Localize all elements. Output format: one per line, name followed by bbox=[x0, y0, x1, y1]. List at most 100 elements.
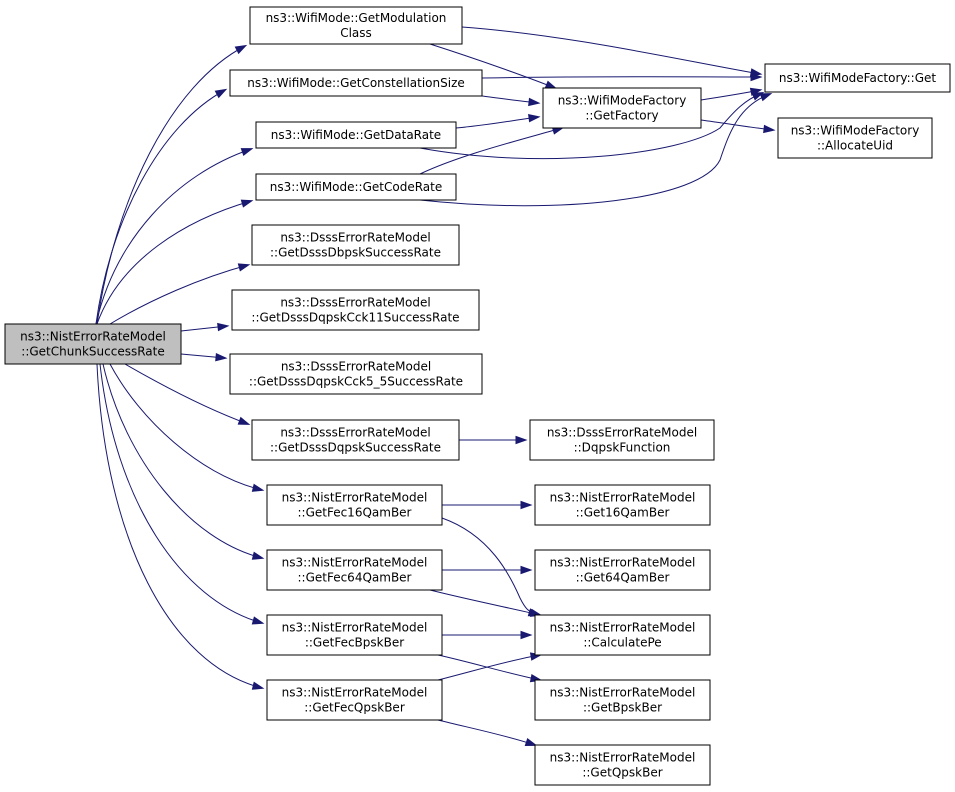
node-mfget[interactable]: ns3::WifiModeFactory::Get bbox=[764, 63, 951, 93]
node-box bbox=[266, 614, 443, 656]
node-label-line: ns3::WifiMode::GetDataRate bbox=[271, 128, 441, 142]
node-label-line: ::DqpskFunction bbox=[574, 441, 671, 455]
arrowhead bbox=[763, 124, 776, 134]
edge-line bbox=[99, 363, 263, 624]
node-label-line: ns3::WifiModeFactory bbox=[558, 94, 687, 108]
edges-layer bbox=[95, 26, 776, 746]
edge-modclass-to-mfget bbox=[461, 26, 763, 77]
node-label-line: ns3::NistErrorRateModel bbox=[550, 491, 696, 505]
node-label-line: ns3::WifiModeFactory::Get bbox=[779, 71, 936, 85]
node-box bbox=[231, 289, 480, 331]
edge-fecbpsk-to-getbpsk bbox=[437, 654, 543, 683]
node-box bbox=[255, 173, 457, 201]
node-label-line: ::Get16QamBer bbox=[576, 506, 670, 520]
arrowhead bbox=[251, 551, 265, 560]
arrowhead bbox=[251, 681, 265, 690]
node-label-line: Class bbox=[340, 26, 372, 40]
edge-root-to-datarate bbox=[95, 148, 254, 325]
node-box bbox=[542, 87, 702, 129]
node-fec64[interactable]: ns3::NistErrorRateModel::GetFec64QamBer bbox=[266, 549, 443, 591]
arrowhead bbox=[520, 500, 533, 510]
arrowhead bbox=[240, 199, 254, 208]
node-box bbox=[255, 121, 457, 149]
node-getfactory[interactable]: ns3::WifiModeFactory::GetFactory bbox=[542, 87, 702, 129]
node-box bbox=[764, 63, 951, 93]
node-label-line: ::GetQpskBer bbox=[582, 766, 662, 780]
arrowhead bbox=[544, 80, 558, 89]
arrowhead bbox=[749, 87, 763, 96]
node-constsize[interactable]: ns3::WifiMode::GetConstellationSize bbox=[229, 69, 483, 97]
arrowhead bbox=[515, 435, 528, 445]
node-label-line: ns3::NistErrorRateModel bbox=[550, 686, 696, 700]
edge-root-to-modclass bbox=[96, 44, 248, 325]
node-dqpskfn[interactable]: ns3::DsssErrorRateModel::DqpskFunction bbox=[529, 419, 715, 461]
node-label-line: ns3::NistErrorRateModel bbox=[550, 621, 696, 635]
node-label-line: ns3::NistErrorRateModel bbox=[282, 556, 428, 570]
node-allocuid[interactable]: ns3::WifiModeFactory::AllocateUid bbox=[777, 117, 933, 159]
node-box bbox=[251, 419, 460, 461]
node-label-line: ns3::WifiModeFactory bbox=[791, 124, 920, 138]
node-box bbox=[534, 679, 711, 721]
edge-root-to-cck11 bbox=[180, 322, 230, 332]
edge-line bbox=[455, 116, 539, 129]
edge-getfactory-to-allocuid bbox=[700, 119, 776, 134]
arrowhead bbox=[251, 616, 265, 625]
edge-line bbox=[429, 589, 541, 616]
node-dqpsk[interactable]: ns3::DsssErrorRateModel::GetDsssDqpskSuc… bbox=[251, 419, 460, 461]
edge-getfactory-to-mfget bbox=[700, 87, 763, 101]
node-label-line: ::GetDsssDqpskSuccessRate bbox=[270, 441, 441, 455]
node-label-line: ns3::DsssErrorRateModel bbox=[281, 360, 431, 374]
node-label-line: ns3::DsssErrorRateModel bbox=[280, 231, 430, 245]
edge-line bbox=[109, 363, 263, 491]
node-label-line: ::GetFec16QamBer bbox=[297, 506, 411, 520]
node-root[interactable]: ns3::NistErrorRateModel::GetChunkSuccess… bbox=[4, 323, 182, 365]
edge-line bbox=[437, 654, 541, 681]
node-box bbox=[266, 679, 443, 721]
edge-fecqpsk-to-calcpe bbox=[437, 652, 543, 681]
arrowhead bbox=[215, 352, 228, 362]
node-datarate[interactable]: ns3::WifiMode::GetDataRate bbox=[255, 121, 457, 149]
edge-fec64-to-get64 bbox=[442, 565, 533, 575]
edge-dqpsk-to-dqpskfn bbox=[459, 435, 528, 445]
edge-line bbox=[109, 264, 249, 325]
node-calcpe[interactable]: ns3::NistErrorRateModel::CalculatePe bbox=[534, 614, 711, 656]
edge-line bbox=[96, 200, 252, 325]
arrowhead bbox=[240, 148, 254, 157]
edge-constsize-to-mfget bbox=[481, 72, 763, 82]
edge-fec16-to-get16 bbox=[442, 500, 533, 510]
node-coderate[interactable]: ns3::WifiMode::GetCodeRate bbox=[255, 173, 457, 201]
edge-root-to-fec64 bbox=[102, 363, 265, 560]
node-label-line: ::Get64QamBer bbox=[576, 571, 670, 585]
arrowhead bbox=[237, 416, 251, 425]
node-label-line: ::CalculatePe bbox=[583, 636, 661, 650]
edge-fecqpsk-to-getqpsk bbox=[437, 719, 538, 746]
edge-line bbox=[95, 89, 226, 325]
edge-root-to-coderate bbox=[96, 199, 254, 325]
node-fecqpsk[interactable]: ns3::NistErrorRateModel::GetFecQpskBer bbox=[266, 679, 443, 721]
node-label-line: ::AllocateUid bbox=[817, 139, 893, 153]
node-fecbpsk[interactable]: ns3::NistErrorRateModel::GetFecBpskBer bbox=[266, 614, 443, 656]
node-label-line: ns3::NistErrorRateModel bbox=[20, 330, 166, 344]
edge-root-to-fecbpsk bbox=[99, 363, 265, 625]
node-get64[interactable]: ns3::NistErrorRateModel::Get64QamBer bbox=[534, 549, 711, 591]
node-cck11[interactable]: ns3::DsssErrorRateModel::GetDsssDqpskCck… bbox=[231, 289, 480, 331]
node-label-line: ns3::WifiMode::GetConstellationSize bbox=[247, 76, 465, 90]
node-get16[interactable]: ns3::NistErrorRateModel::Get16QamBer bbox=[534, 484, 711, 526]
node-label-line: ns3::NistErrorRateModel bbox=[282, 686, 428, 700]
arrowhead bbox=[759, 93, 773, 102]
node-box bbox=[4, 323, 182, 365]
node-box bbox=[249, 6, 463, 45]
arrowhead bbox=[524, 738, 538, 746]
node-getqpsk[interactable]: ns3::NistErrorRateModel::GetQpskBer bbox=[534, 744, 711, 786]
node-getbpsk[interactable]: ns3::NistErrorRateModel::GetBpskBer bbox=[534, 679, 711, 721]
node-box bbox=[529, 419, 715, 461]
node-cck55[interactable]: ns3::DsssErrorRateModel::GetDsssDqpskCck… bbox=[229, 353, 483, 395]
node-fec16[interactable]: ns3::NistErrorRateModel::GetFec16QamBer bbox=[266, 484, 443, 526]
arrowhead bbox=[214, 88, 228, 99]
node-dbpsk[interactable]: ns3::DsssErrorRateModel::GetDsssDbpskSuc… bbox=[251, 224, 460, 266]
node-box bbox=[777, 117, 933, 159]
edge-line bbox=[429, 43, 556, 89]
node-label-line: ::GetBpskBer bbox=[583, 701, 662, 715]
